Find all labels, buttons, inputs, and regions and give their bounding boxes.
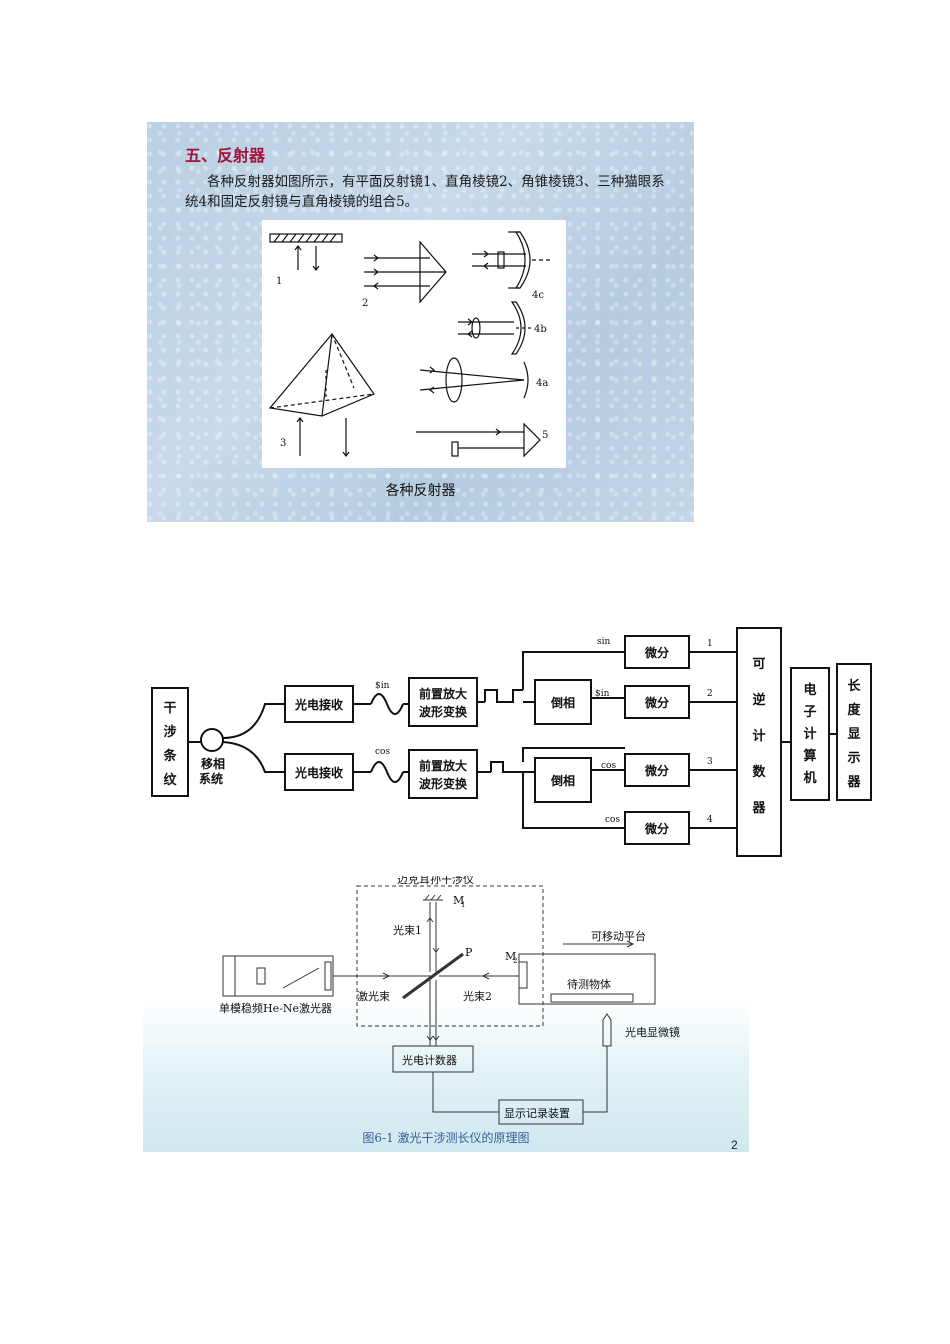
corner-cube-drawing — [268, 333, 375, 457]
svg-text:波形变换: 波形变换 — [419, 776, 468, 791]
svg-text:1: 1 — [707, 639, 713, 649]
svg-text:光电接收: 光电接收 — [294, 697, 343, 712]
svg-text:长: 长 — [847, 678, 861, 694]
svg-text:计: 计 — [752, 728, 765, 744]
svg-text:波形变换: 波形变换 — [419, 704, 468, 719]
inverter-box-1 — [534, 679, 592, 725]
svg-text:移相: 移相 — [201, 756, 225, 771]
svg-text:$in: $in — [595, 689, 610, 699]
svg-text:前置放大: 前置放大 — [419, 686, 467, 701]
interferometer-slide: 迈克耳孙干涉仪 M 1 光束1 P M 2 光束2 激光束 单模稳频He-Ne激… — [143, 872, 749, 1152]
svg-text:显: 显 — [847, 727, 860, 742]
reflector-drawings: 1 2 3 4c 4b 4a 5 — [268, 231, 552, 458]
svg-text:计: 计 — [803, 726, 816, 742]
interferometer-diagram: 迈克耳孙干涉仪 M 1 光束1 P M 2 光束2 激光束 单模稳频He-Ne激… — [219, 872, 680, 1125]
svg-text:微分: 微分 — [644, 695, 669, 710]
svg-text:涉: 涉 — [163, 724, 176, 740]
mirror-m2 — [518, 961, 528, 989]
svg-text:逆: 逆 — [752, 692, 765, 708]
cat-eye-4a-drawing — [419, 357, 529, 403]
svg-text:光电接收: 光电接收 — [294, 765, 343, 780]
svg-text:器: 器 — [846, 775, 861, 790]
slide-title: 五、反射器 — [185, 146, 266, 165]
svg-text:算: 算 — [803, 748, 816, 764]
label-4b: 4b — [534, 324, 547, 335]
phase-shift-circle — [200, 728, 224, 752]
svg-text:1: 1 — [461, 901, 465, 909]
svg-text:度: 度 — [847, 702, 861, 718]
slide-body-text: 各种反射器如图所示，有平面反射镜1、直角棱镜2、角锥棱镜3、三种猫眼系统4和固定… — [185, 174, 665, 210]
svg-text:3: 3 — [707, 757, 713, 767]
svg-text:机: 机 — [803, 770, 816, 786]
svg-text:sin: sin — [597, 637, 610, 647]
test-object — [550, 993, 634, 1003]
laser-body — [222, 955, 334, 997]
inverter-box-2 — [534, 757, 592, 803]
preamp-box-2 — [408, 749, 478, 799]
svg-text:可: 可 — [752, 657, 765, 672]
svg-text:微分: 微分 — [644, 645, 669, 660]
svg-text:微分: 微分 — [644, 763, 669, 778]
microscope-icon — [602, 1013, 612, 1047]
svg-text:前置放大: 前置放大 — [419, 758, 467, 773]
svg-text:光电显微镜: 光电显微镜 — [625, 1025, 680, 1039]
svg-text:可移动平台: 可移动平台 — [591, 929, 646, 943]
label-5: 5 — [542, 430, 548, 441]
svg-text:条: 条 — [163, 748, 177, 764]
svg-text:2: 2 — [513, 957, 517, 965]
cat-eye-4b-drawing — [458, 301, 534, 355]
svg-text:器: 器 — [751, 801, 766, 816]
label-2: 2 — [362, 298, 368, 309]
figure-caption: 图6-1 激光干涉测长仪的原理图 — [362, 1131, 530, 1145]
svg-text:倒相: 倒相 — [550, 695, 575, 710]
svg-text:4: 4 — [707, 815, 713, 825]
length-display-box — [836, 663, 872, 801]
svg-text:$in: $in — [375, 681, 390, 691]
svg-text:cos: cos — [605, 815, 620, 825]
svg-text:2: 2 — [707, 689, 713, 699]
figure-caption: 各种反射器 — [385, 483, 456, 499]
plane-mirror-drawing — [269, 233, 343, 271]
michelson-box — [356, 885, 544, 1027]
svg-text:纹: 纹 — [163, 772, 177, 788]
svg-text:系统: 系统 — [199, 771, 223, 786]
svg-text:光束1: 光束1 — [393, 923, 422, 937]
movable-stage — [518, 953, 656, 1005]
block-diagram-svg: 干 涉 条 纹 移相 系统 光电接收 光电接收 前置放大 波形变换 前置放大 波… — [151, 627, 872, 857]
svg-text:电: 电 — [803, 682, 816, 698]
svg-text:示: 示 — [847, 751, 860, 766]
svg-text:光电计数器: 光电计数器 — [402, 1053, 457, 1067]
combination-5-drawing — [416, 422, 541, 458]
svg-text:单模稳频He-Ne激光器: 单模稳频He-Ne激光器 — [219, 1001, 332, 1015]
svg-text:迈克耳孙干涉仪: 迈克耳孙干涉仪 — [397, 876, 474, 886]
page-number: 2 — [731, 1138, 738, 1152]
label-1: 1 — [276, 276, 282, 287]
svg-text:M: M — [505, 950, 516, 963]
svg-text:子: 子 — [803, 705, 816, 720]
svg-text:光束2: 光束2 — [463, 989, 492, 1003]
svg-text:激光束: 激光束 — [357, 989, 390, 1003]
label-4c: 4c — [532, 290, 544, 301]
svg-text:数: 数 — [752, 764, 766, 780]
svg-text:显示记录装置: 显示记录装置 — [504, 1107, 570, 1120]
svg-text:cos: cos — [601, 761, 616, 771]
svg-text:微分: 微分 — [644, 821, 669, 836]
counter-block-diagram: 干 涉 条 纹 移相 系统 光电接收 光电接收 前置放大 波形变换 前置放大 波… — [145, 622, 882, 875]
beam-splitter — [402, 952, 464, 1000]
label-3: 3 — [280, 438, 286, 449]
svg-text:cos: cos — [375, 747, 390, 757]
svg-text:倒相: 倒相 — [550, 773, 575, 788]
svg-text:P: P — [465, 946, 473, 959]
slide-reflectors: 五、反射器 各种反射器如图所示，有平面反射镜1、直角棱镜2、角锥棱镜3、三种猫眼… — [147, 122, 694, 522]
right-angle-prism-drawing — [364, 240, 447, 304]
svg-text:待测物体: 待测物体 — [567, 977, 611, 991]
svg-text:M: M — [453, 894, 464, 907]
svg-text:干: 干 — [163, 701, 176, 716]
label-4a: 4a — [536, 378, 548, 389]
reflector-figure: 1 2 3 4c 4b 4a 5 — [262, 220, 566, 468]
cat-eye-4c-drawing — [472, 231, 552, 289]
